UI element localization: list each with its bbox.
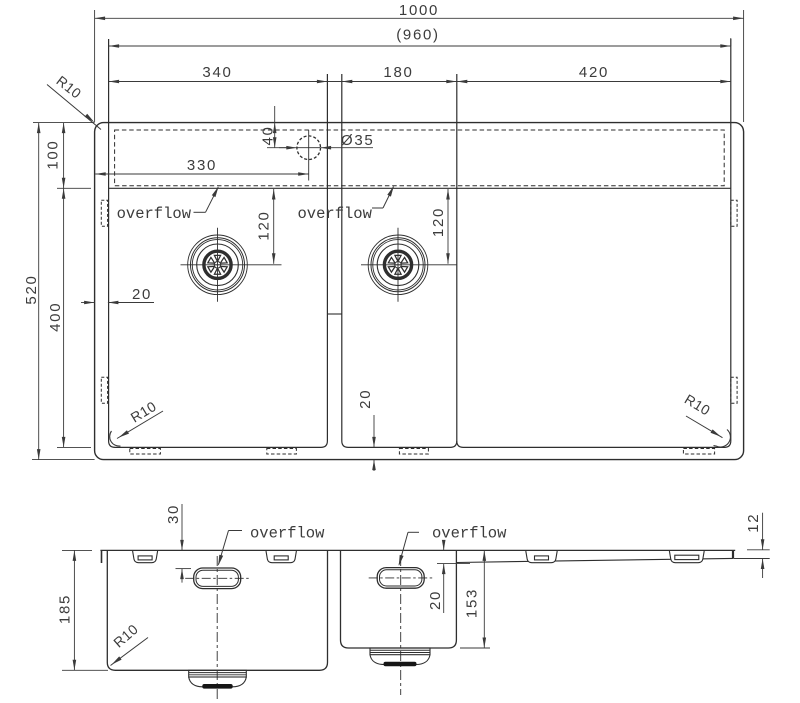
svg-text:20: 20 (132, 286, 152, 303)
svg-text:180: 180 (383, 64, 413, 81)
svg-text:120: 120 (256, 210, 273, 240)
svg-text:420: 420 (579, 64, 609, 81)
svg-text:340: 340 (202, 64, 232, 81)
svg-text:1000: 1000 (399, 2, 439, 19)
svg-text:153: 153 (463, 588, 480, 618)
svg-text:overflow: overflow (298, 205, 373, 223)
svg-text:185: 185 (57, 594, 74, 624)
svg-text:120: 120 (430, 207, 447, 237)
svg-text:12: 12 (745, 513, 762, 533)
svg-text:400: 400 (47, 302, 64, 332)
svg-text:30: 30 (165, 504, 182, 524)
svg-text:100: 100 (45, 140, 62, 170)
svg-text:330: 330 (187, 157, 217, 174)
svg-text:520: 520 (23, 274, 40, 304)
svg-text:overflow: overflow (250, 525, 325, 543)
svg-text:40: 40 (260, 125, 277, 145)
svg-text:overflow: overflow (117, 205, 192, 223)
svg-text:(960): (960) (396, 26, 440, 43)
svg-text:Ø35: Ø35 (341, 132, 374, 149)
svg-text:20: 20 (357, 389, 374, 409)
svg-text:20: 20 (427, 590, 444, 610)
svg-text:overflow: overflow (432, 525, 507, 543)
